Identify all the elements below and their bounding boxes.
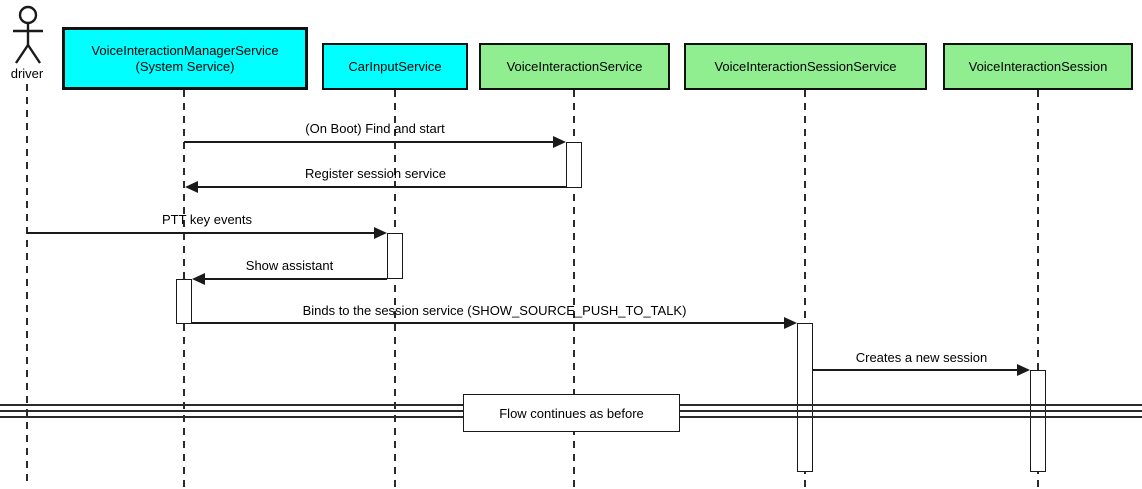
message-label-creates-new-session: Creates a new session — [855, 350, 988, 365]
lifeline-voiceinteractionsession — [1037, 90, 1039, 487]
participant-voiceinteractionsession: VoiceInteractionSession — [943, 43, 1133, 90]
divider-label-box: Flow continues as before — [463, 394, 680, 432]
arrowhead-right-icon — [374, 227, 387, 239]
activation-voiceinteractionservice — [566, 142, 582, 188]
actor-driver — [7, 4, 49, 66]
participant-voiceinteractionservice: VoiceInteractionService — [479, 43, 670, 90]
lifeline-driver — [26, 84, 28, 487]
activation-carinputservice — [387, 233, 403, 279]
message-line — [813, 369, 1018, 371]
arrowhead-right-icon — [553, 136, 566, 148]
activation-voiceinteractionmanagerservice — [176, 279, 192, 324]
message-label-register-session-service: Register session service — [305, 166, 446, 181]
lifeline-carinputservice — [394, 90, 396, 487]
arrowhead-right-icon — [784, 317, 797, 329]
participant-voiceinteractionmanagerservice: VoiceInteractionManagerService (System S… — [62, 27, 308, 90]
activation-voiceinteractionsession — [1030, 370, 1046, 472]
stick-figure-icon — [13, 5, 43, 64]
message-line — [204, 278, 387, 280]
participant-voiceinteractionsessionservice: VoiceInteractionSessionService — [684, 43, 927, 90]
participant-carinputservice: CarInputService — [322, 43, 468, 90]
message-line — [197, 186, 566, 188]
message-label-on-boot-find-and-start: (On Boot) Find and start — [305, 121, 445, 136]
message-label-show-assistant: Show assistant — [245, 258, 334, 273]
lifeline-voiceinteractionservice — [573, 90, 575, 487]
arrowhead-left-icon — [185, 181, 198, 193]
arrowhead-right-icon — [1017, 364, 1030, 376]
actor-driver-label: driver — [10, 66, 44, 81]
activation-voiceinteractionsessionservice — [797, 323, 813, 472]
message-label-ptt-key-events: PTT key events — [161, 212, 253, 227]
message-line — [184, 141, 554, 143]
message-label-binds-to-session-service: Binds to the session service (SHOW_SOURC… — [302, 303, 687, 318]
message-line — [27, 232, 375, 234]
lifeline-voiceinteractionsessionservice — [804, 90, 806, 487]
message-line — [192, 322, 785, 324]
arrowhead-left-icon — [192, 273, 205, 285]
